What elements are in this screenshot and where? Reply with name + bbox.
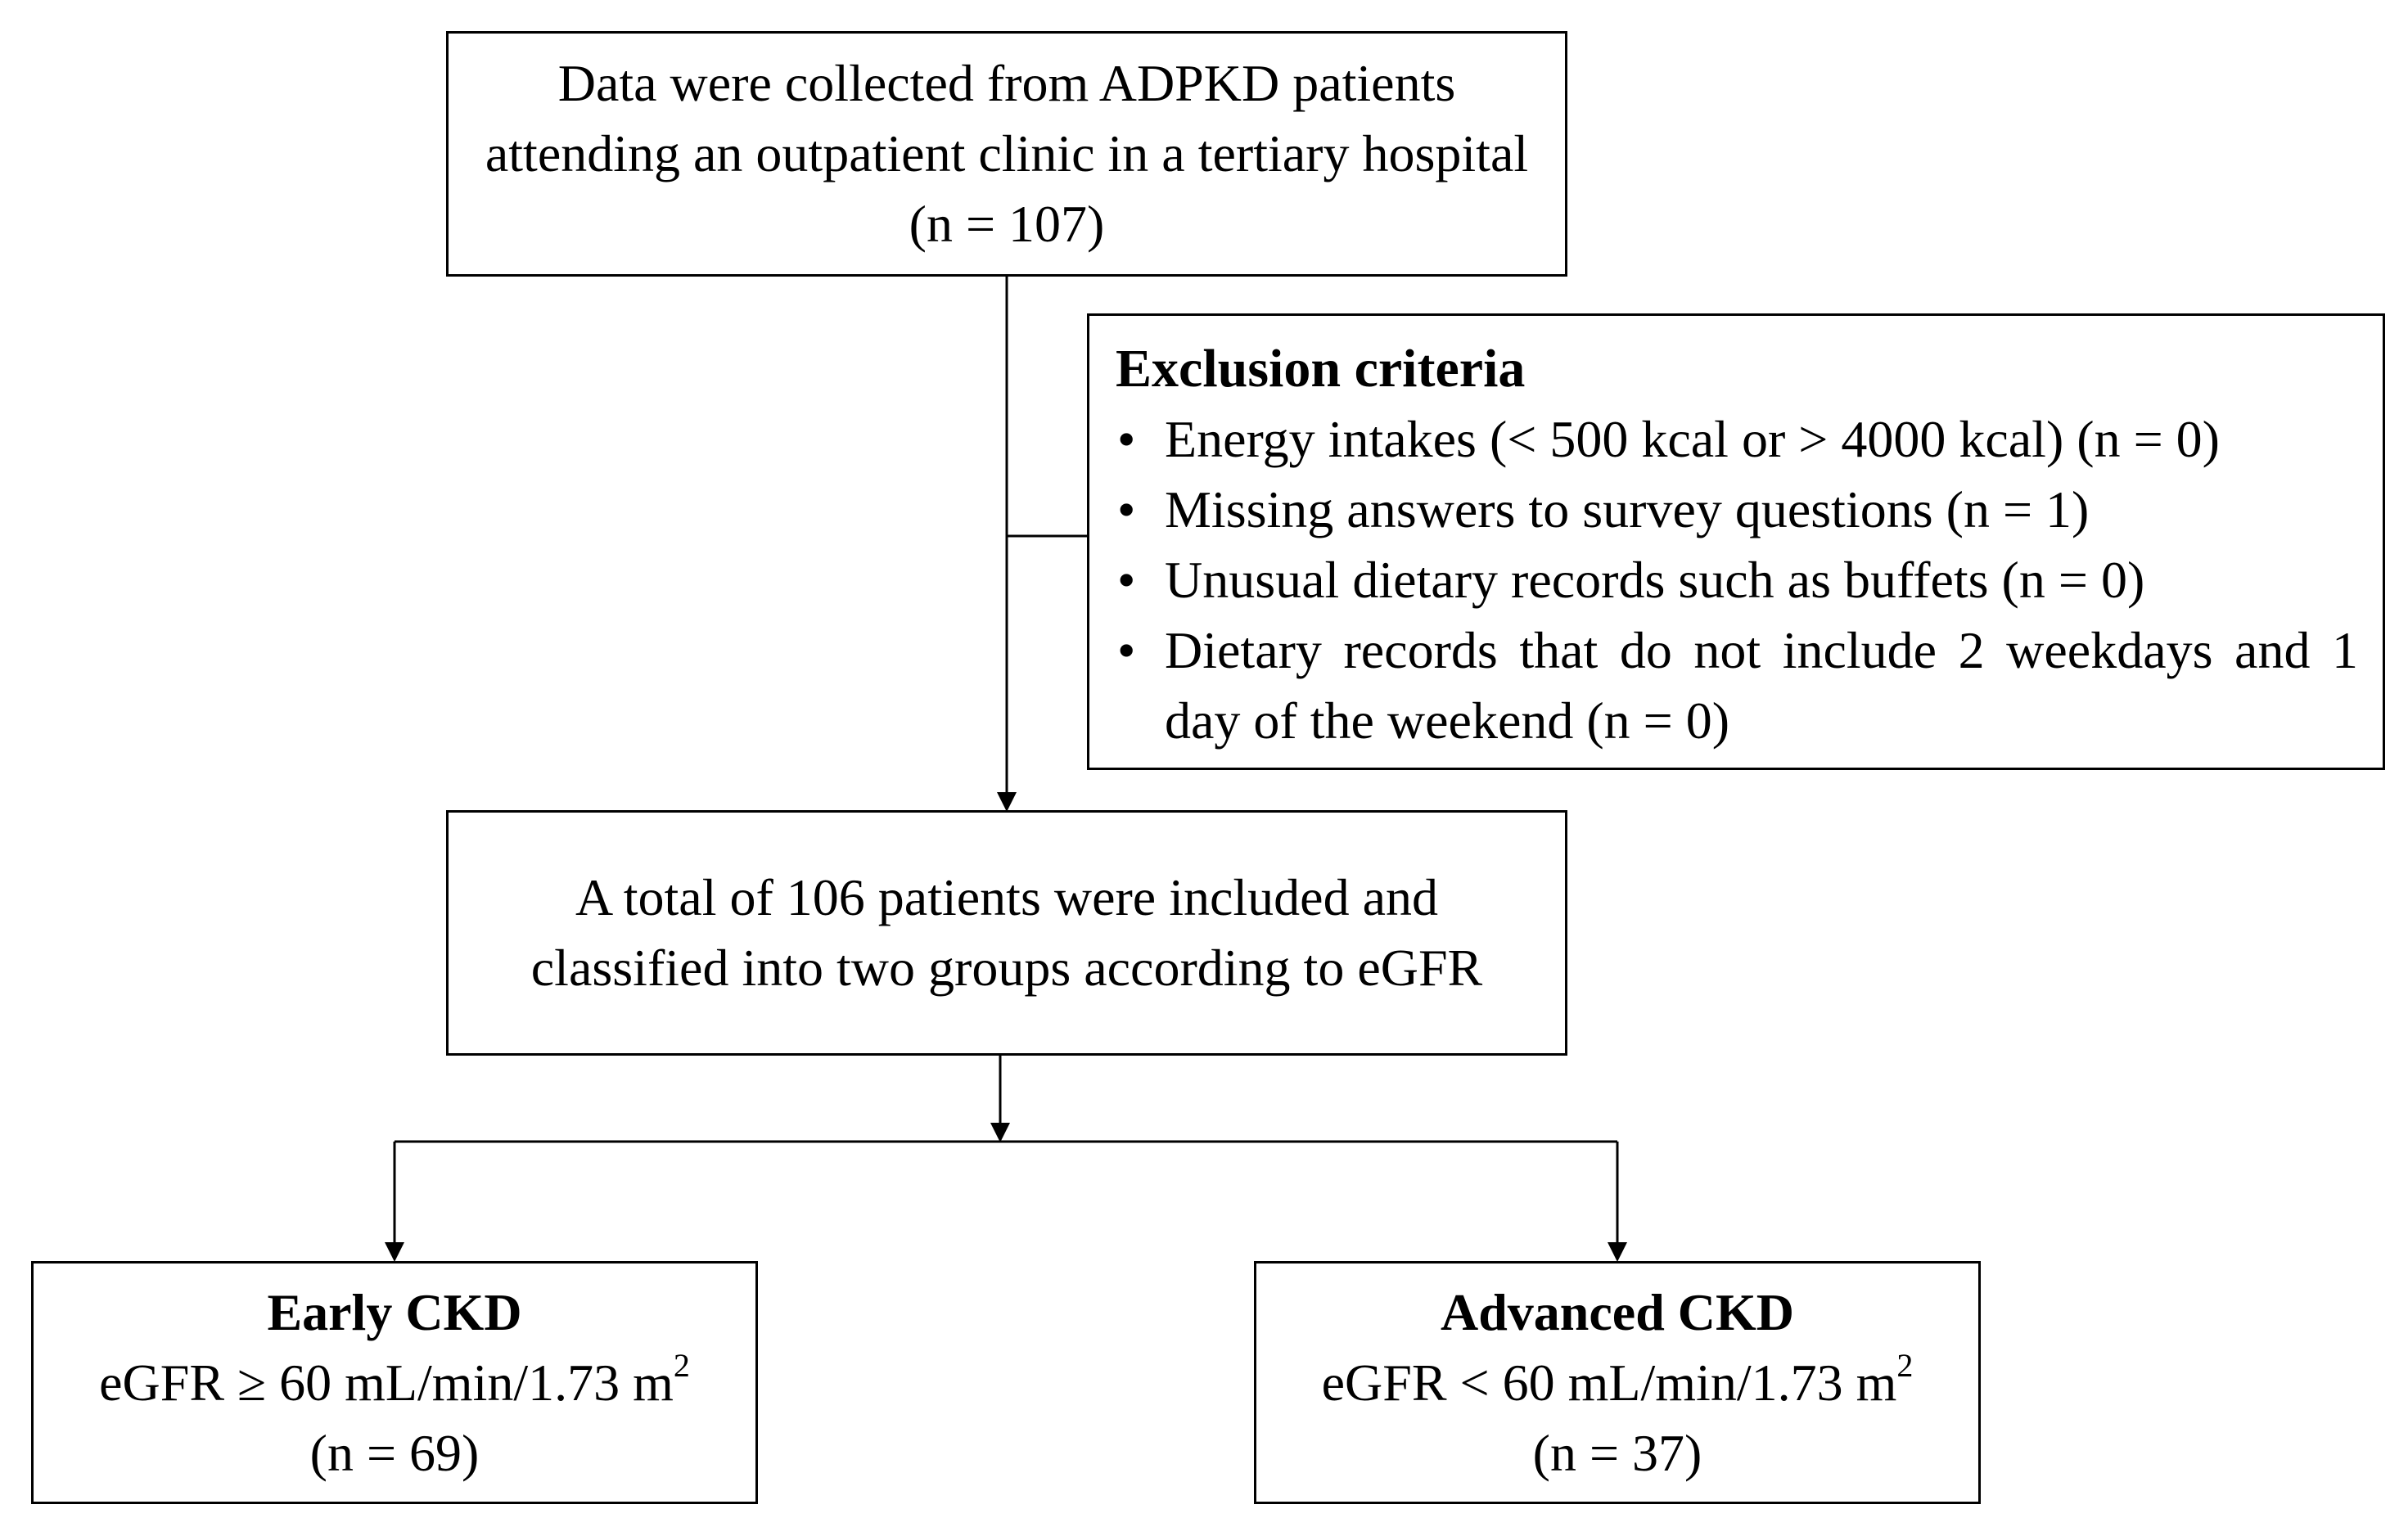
exclusion-item: Missing answers to survey questions (n =… [1116,475,2358,545]
patients-collected-text: Data were collected from ADPKD patients … [485,54,1529,253]
exclusion-item: Dietary records that do not include 2 we… [1116,615,2358,756]
early-ckd-criterion: eGFR ≥ 60 mL/min/1.73 m2 [99,1348,690,1418]
arrowhead-early [385,1242,404,1262]
exclusion-item: Unusual dietary records such as buffets … [1116,545,2358,615]
exclusion-criteria-box: Exclusion criteria Energy intakes (< 500… [1087,313,2385,770]
arrowhead-advanced [1608,1242,1627,1262]
early-ckd-title: Early CKD [267,1282,522,1341]
advanced-ckd-superscript: 2 [1896,1347,1914,1385]
early-ckd-criterion-text: eGFR ≥ 60 mL/min/1.73 m [99,1353,674,1412]
advanced-ckd-count: (n = 37) [1532,1423,1702,1482]
exclusion-title: Exclusion criteria [1116,339,1526,399]
patients-collected-box: Data were collected from ADPKD patients … [446,31,1567,277]
early-ckd-box: Early CKD eGFR ≥ 60 mL/min/1.73 m2 (n = … [31,1261,758,1504]
early-ckd-superscript: 2 [673,1347,690,1385]
arrowhead-split [990,1123,1010,1142]
patients-included-text: A total of 106 patients were included an… [530,868,1483,997]
advanced-ckd-title: Advanced CKD [1440,1282,1795,1341]
arrowhead-included [997,792,1017,812]
exclusion-list: Energy intakes (< 500 kcal or > 4000 kca… [1116,404,2358,756]
patients-included-box: A total of 106 patients were included an… [446,810,1567,1056]
advanced-ckd-criterion-text: eGFR < 60 mL/min/1.73 m [1321,1353,1897,1412]
advanced-ckd-box: Advanced CKD eGFR < 60 mL/min/1.73 m2 (n… [1254,1261,1981,1504]
early-ckd-count: (n = 69) [309,1423,480,1482]
exclusion-item: Energy intakes (< 500 kcal or > 4000 kca… [1116,404,2358,475]
advanced-ckd-criterion: eGFR < 60 mL/min/1.73 m2 [1322,1348,1914,1418]
